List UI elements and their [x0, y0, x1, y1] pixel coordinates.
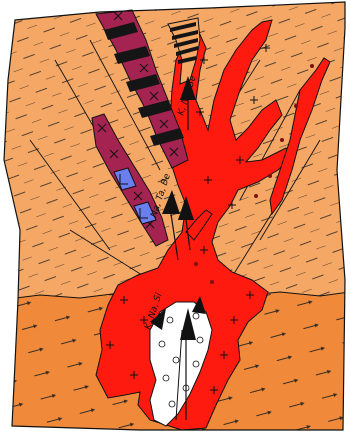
geologic-cross-section-diagram: K, Nb, Be Na, Ta, Be K, Na, Si — [0, 0, 350, 432]
